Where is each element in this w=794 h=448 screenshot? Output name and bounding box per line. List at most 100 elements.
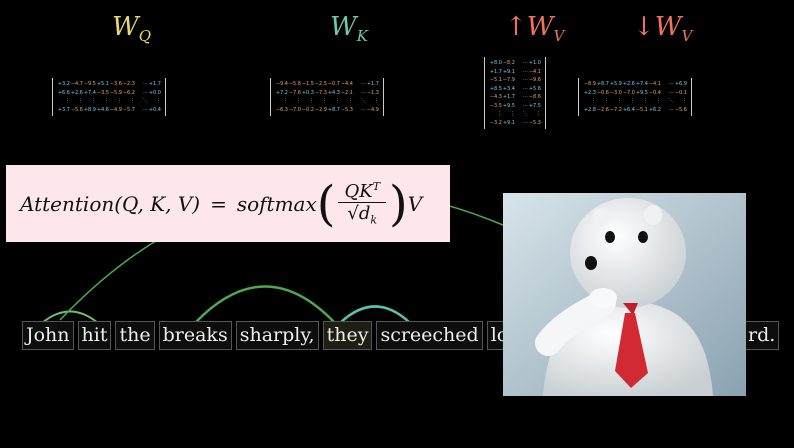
wv-up-label: ↑WV [505, 12, 565, 46]
matrix-cell: +1.7 [366, 81, 379, 87]
matrix-cell: −6.2 [122, 89, 135, 96]
token-trailing: rd. [744, 321, 780, 350]
matrix-cell: ⋱ [361, 98, 366, 104]
matrix-cell: −4.9 [109, 106, 122, 113]
matrix-cell: −3.6 [109, 81, 122, 87]
right-paren: ) [389, 175, 408, 232]
formula-tail: V [407, 191, 423, 216]
matrix-cell: ⋯ [361, 89, 366, 96]
matrix-cell: ⋮ [643, 98, 648, 104]
matrix-cell: ⋱ [669, 98, 674, 104]
matrix-cell: +4.6 [96, 106, 109, 113]
matrix-cell: −9.6 [528, 77, 541, 83]
matrix-cell: −4.1 [648, 81, 661, 87]
matrix-cell: −7.0 [622, 89, 635, 96]
matrix-cell: +8.5 [489, 85, 502, 92]
matrix-cell: ⋯ [143, 106, 148, 113]
matrix-cell: −0.2 [301, 106, 314, 113]
matrix-cell: +1.0 [528, 60, 541, 66]
formula-eq: = [210, 191, 227, 216]
matrix-cell: −4.7 [70, 81, 83, 87]
matrix-cell: −3.5 [489, 102, 502, 109]
matrix-cell: −0.4 [648, 89, 661, 96]
matrix-cell: −6.3 [275, 106, 288, 113]
matrix-cell: ⋮ [65, 98, 70, 104]
matrix-cell: ⋮ [130, 98, 135, 104]
matrix-cell: −1.5 [301, 81, 314, 87]
matrix-cell: +7.5 [528, 102, 541, 109]
matrix-cell: −0.6 [596, 89, 609, 96]
matrix-cell: −2.9 [314, 106, 327, 113]
matrix-cell: −4.9 [366, 106, 379, 113]
matrix-cell: ⋮ [536, 111, 541, 117]
matrix-cell: +7.4 [83, 89, 96, 96]
token: the [115, 321, 155, 350]
matrix-cell: −5.8 [288, 81, 301, 87]
wk-label: WK [330, 12, 368, 46]
matrix-cell: +3.4 [502, 85, 515, 92]
wq-label: WQ [112, 12, 152, 46]
matrix-cell: +8.7 [327, 106, 340, 113]
token: breaks [158, 321, 232, 350]
matrix-cell: +8.7 [596, 81, 609, 87]
token: hit [77, 321, 112, 350]
matrix-cell: −1.3 [366, 89, 379, 96]
matrix-cell: +5.9 [609, 81, 622, 87]
matrix-cell: ⋱ [143, 98, 148, 104]
matrix-cell: ⋮ [348, 98, 353, 104]
matrix-cell: −8.6 [528, 94, 541, 100]
matrix-cell: −5.1 [489, 77, 502, 83]
matrix-cell: +0.3 [301, 89, 314, 96]
wk-matrix: −9.4−5.8−1.5−2.5−0.7−4.4⋯+1.7+7.2−7.6+0.… [270, 78, 384, 116]
matrix-cell: +3.2 [57, 81, 70, 87]
matrix-cell: −3.0 [609, 89, 622, 96]
matrix-row: −3.2+9.1⋯−5.3 [489, 119, 541, 128]
matrix-cell: ⋮ [656, 98, 661, 104]
matrix-cell: ⋯ [523, 102, 528, 109]
matrix-row: ⋮⋮⋮⋮⋮⋮⋱⋮ [583, 97, 687, 106]
token: screeched [376, 321, 483, 350]
matrix-cell: ⋮ [682, 98, 687, 104]
matrix-cell: −5.7 [122, 106, 135, 113]
formula-lhs: Attention(Q, K, V) [20, 191, 201, 216]
matrix-row: −3.5+9.5⋯+7.5 [489, 102, 541, 111]
matrix-cell: −2.5 [314, 81, 327, 87]
matrix-cell: ⋮ [604, 98, 609, 104]
matrix-cell: ⋮ [497, 111, 502, 117]
attention-formula: Attention(Q, K, V) = softmax ( QKT √dk )… [6, 165, 450, 242]
matrix-cell: +8.9 [83, 106, 96, 113]
matrix-cell: −5.6 [674, 106, 687, 113]
matrix-cell: ⋯ [523, 119, 528, 126]
wv-up-matrix: +8.0−8.2⋯+1.0+1.7+9.1⋯−4.1−5.1−7.9⋯−9.6+… [484, 57, 546, 129]
matrix-cell: ⋯ [669, 89, 674, 96]
matrix-cell: ⋮ [117, 98, 122, 104]
matrix-cell: −4.3 [489, 94, 502, 100]
matrix-cell: ⋮ [296, 98, 301, 104]
matrix-cell: −5.3 [528, 119, 541, 126]
matrix-row: −8.9+8.7+5.9+2.6+7.4−4.1⋯+6.9 [583, 80, 687, 89]
matrix-row: ⋮⋮⋮⋮⋮⋮⋱⋮ [275, 97, 379, 106]
matrix-cell: +1.7 [489, 68, 502, 75]
matrix-cell: +8.0 [489, 60, 502, 66]
matrix-cell: +9.1 [502, 119, 515, 126]
token-sentence: John hit the breaks sharply, they screec… [22, 321, 525, 350]
left-paren: ( [316, 175, 336, 232]
matrix-cell: ⋯ [361, 106, 366, 113]
matrix-cell: ⋯ [523, 77, 528, 83]
wq-matrix: +3.2−4.7−9.5+5.1−3.6−2.3⋯+1.7+6.6+2.6+7.… [52, 78, 166, 116]
matrix-cell: −0.1 [674, 89, 687, 96]
matrix-cell: +7.4 [635, 81, 648, 87]
matrix-cell: −5.1 [635, 106, 648, 113]
matrix-cell: ⋯ [523, 85, 528, 92]
matrix-cell: +6.2 [648, 106, 661, 113]
matrix-cell: ⋮ [322, 98, 327, 104]
matrix-row: −4.3+1.7⋯−8.6 [489, 93, 541, 102]
matrix-cell: −2.6 [596, 106, 609, 113]
matrix-cell: ⋱ [523, 111, 528, 117]
matrix-cell: ⋮ [78, 98, 83, 104]
matrix-row: −5.1−7.9⋯−9.6 [489, 76, 541, 85]
matrix-row: −6.3−7.0−0.2−2.9+8.7−5.3⋯−4.9 [275, 106, 379, 115]
matrix-cell: −2.3 [122, 81, 135, 87]
matrix-row: +6.6+2.6+7.4−3.5−5.9−6.2⋯+0.0 [57, 89, 161, 98]
matrix-cell: +9.5 [635, 89, 648, 96]
